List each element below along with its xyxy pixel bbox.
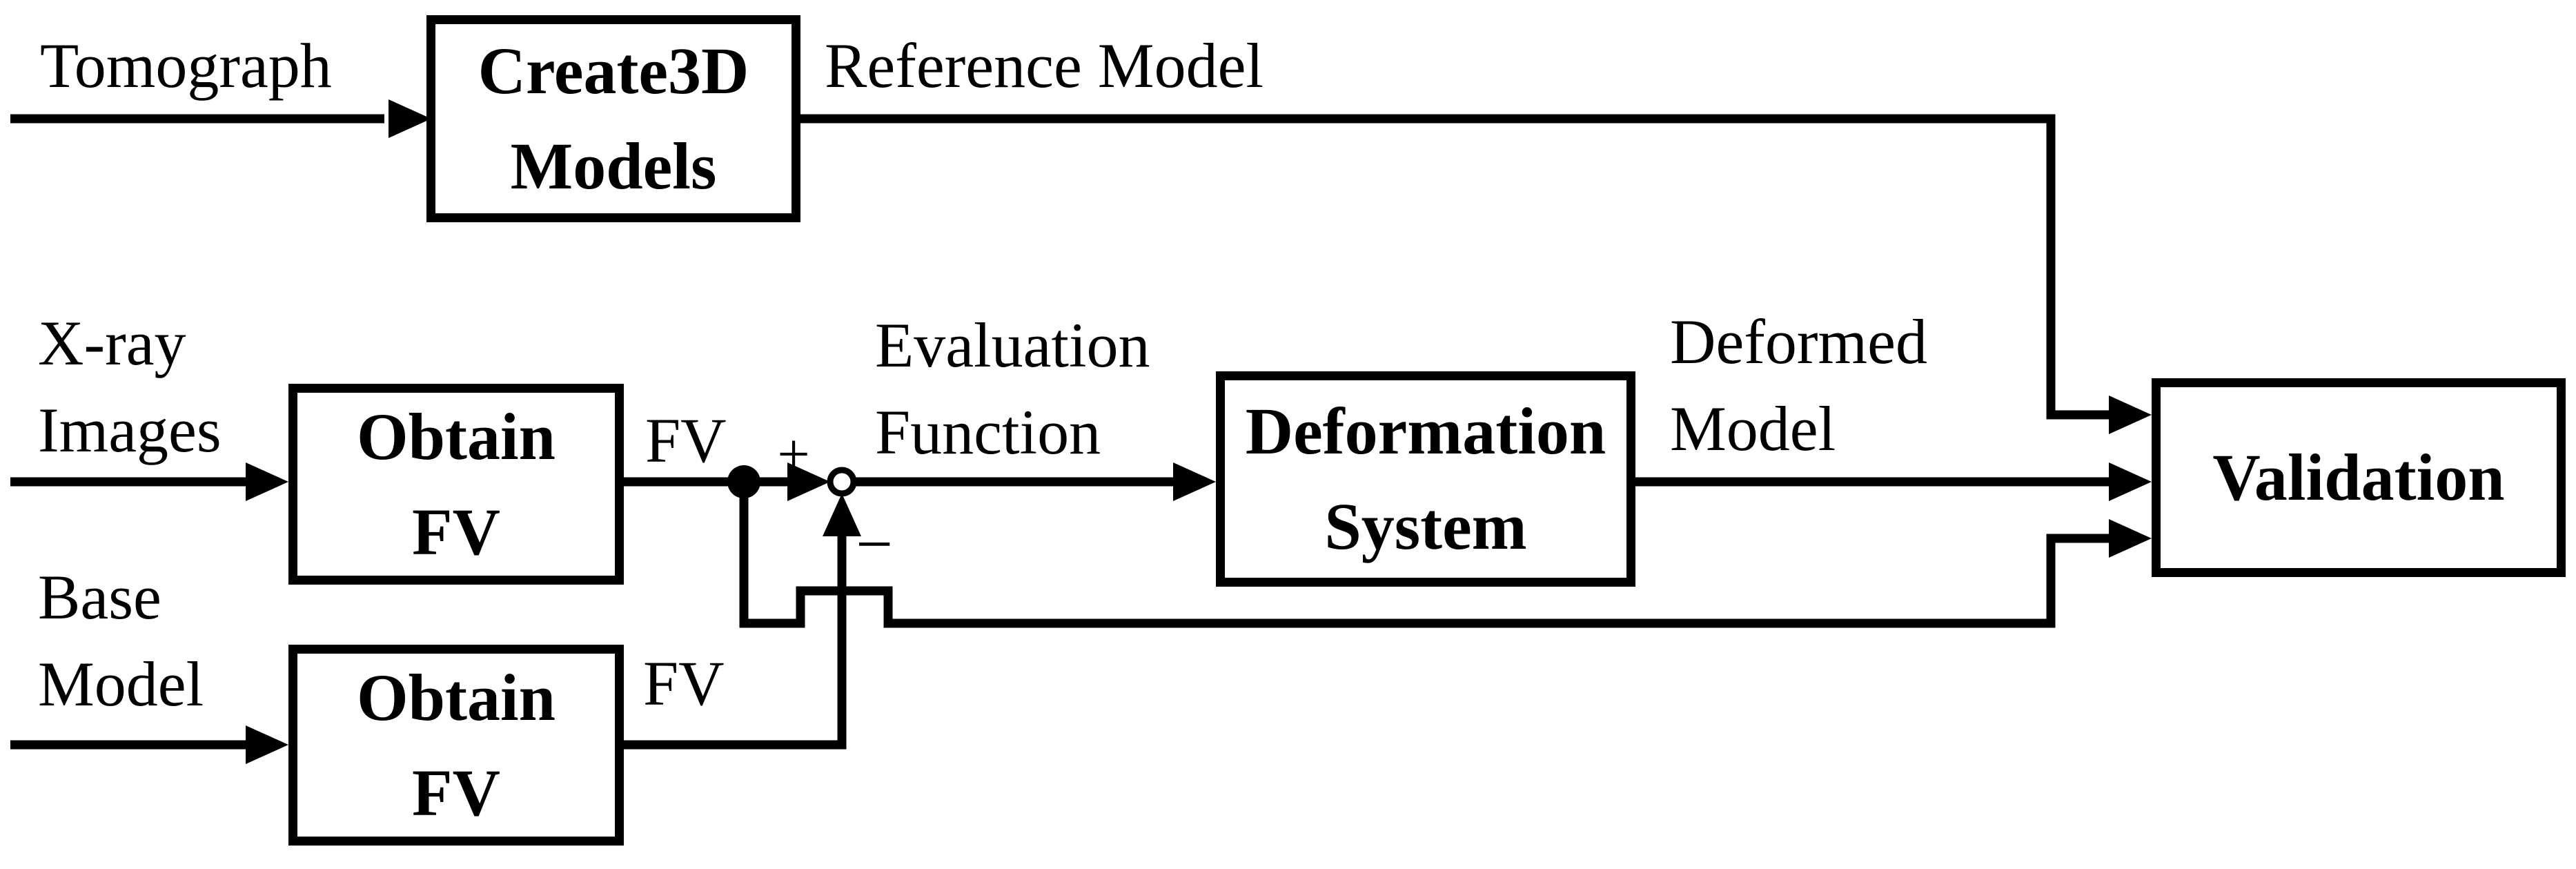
xray-images-label-line2: Images bbox=[38, 395, 222, 465]
edge-evaluation-arrowhead-icon bbox=[1173, 462, 1216, 501]
node-create3d-models: Create3D Models bbox=[426, 15, 800, 222]
edge-base-arrowhead-icon bbox=[246, 725, 288, 764]
xray-images-label-line1: X-ray bbox=[38, 308, 186, 378]
tomograph-label: Tomograph bbox=[40, 30, 332, 101]
node-validation-label: Validation bbox=[2212, 440, 2505, 514]
node-obtain-fv-top: Obtain FV bbox=[288, 384, 624, 585]
fv-top-label: FV bbox=[645, 405, 727, 476]
deformed-model-label-line2: Model bbox=[1670, 393, 1836, 464]
evaluation-function-label-line2: Function bbox=[875, 397, 1101, 467]
base-model-label: Base Model bbox=[38, 554, 204, 728]
summing-junction-icon bbox=[827, 467, 857, 497]
edge-feedback-arrowhead-icon bbox=[2109, 519, 2152, 558]
edge-fv-bottom-arrowhead-icon bbox=[823, 494, 861, 536]
minus-sign: − bbox=[856, 507, 893, 580]
node-obtain-fv-bottom-label-line1: Obtain bbox=[356, 660, 556, 734]
edge-reference-arrowhead-icon bbox=[2109, 396, 2152, 434]
tap-dot-icon bbox=[727, 465, 760, 498]
node-obtain-fv-top-label-line2: FV bbox=[412, 494, 500, 569]
evaluation-function-label: Evaluation Function bbox=[875, 302, 1150, 476]
edge-feedback-line bbox=[739, 482, 2109, 628]
xray-images-label: X-ray Images bbox=[38, 300, 222, 473]
deformed-model-label: Deformed Model bbox=[1670, 298, 1927, 472]
edge-deformed-arrowhead-icon bbox=[2109, 462, 2152, 501]
node-deformation-system: Deformation System bbox=[1216, 371, 1635, 587]
evaluation-function-label-line1: Evaluation bbox=[875, 310, 1150, 380]
base-model-label-line1: Base bbox=[38, 562, 161, 632]
node-obtain-fv-bottom: Obtain FV bbox=[288, 645, 624, 846]
edge-fv-bottom-line bbox=[624, 536, 847, 750]
node-validation: Validation bbox=[2152, 378, 2566, 577]
node-deformation-label-line2: System bbox=[1324, 489, 1527, 563]
node-obtain-fv-bottom-label-line2: FV bbox=[412, 755, 500, 830]
fv-bottom-label: FV bbox=[643, 648, 725, 719]
node-deformation-label-line1: Deformation bbox=[1245, 394, 1606, 468]
plus-sign: + bbox=[777, 422, 810, 487]
deformed-model-label-line1: Deformed bbox=[1670, 306, 1927, 377]
node-obtain-fv-top-label-line1: Obtain bbox=[356, 399, 556, 473]
node-create3d-label-line1: Create3D bbox=[478, 34, 749, 108]
edge-reference-line bbox=[800, 114, 2109, 420]
edge-fv-top-arrowhead-icon bbox=[787, 462, 830, 501]
base-model-label-line2: Model bbox=[38, 649, 204, 719]
reference-model-label: Reference Model bbox=[825, 30, 1264, 101]
edge-xray-arrowhead-icon bbox=[246, 462, 288, 501]
node-create3d-label-line2: Models bbox=[510, 129, 717, 203]
edge-tomograph-arrowhead-icon bbox=[389, 99, 431, 138]
